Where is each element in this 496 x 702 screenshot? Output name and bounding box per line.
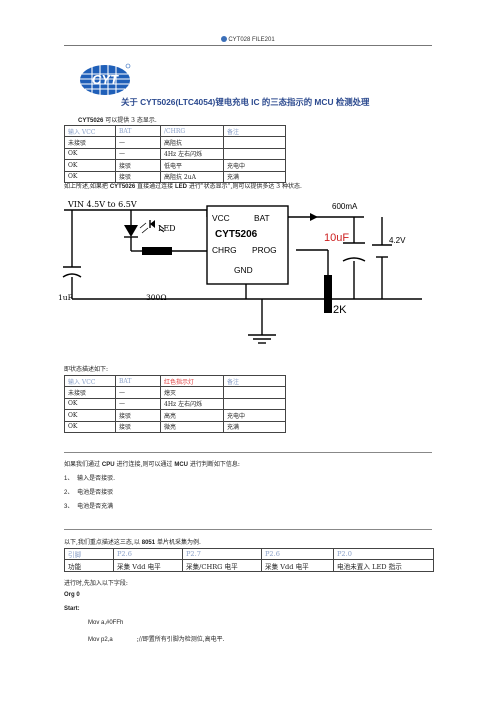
paragraph-mcu-detect: 如果我们通过 CPU 进行连接,则可以通过 MCU 进行判断如下信息:: [64, 461, 240, 468]
battery-voltage-label: 4.2V: [389, 236, 406, 245]
section-divider: [64, 452, 432, 453]
cap2-label: 10uF: [324, 232, 349, 244]
code-org: Org 0: [64, 592, 80, 598]
resistor2-label: 2K: [333, 304, 347, 316]
svg-text:CYT: CYT: [92, 72, 119, 87]
table-header-cell: 备注: [223, 374, 286, 388]
pin-bat-label: BAT: [254, 213, 270, 223]
header-text: CYT028 FILE201: [228, 37, 275, 43]
page-header: CYT028 FILE201: [0, 36, 496, 43]
paragraph-state-description: 即状态描述如下:: [64, 366, 109, 373]
led-label: LED: [158, 224, 176, 233]
pin-chrg-label: CHRG: [212, 245, 237, 255]
list-item: 1、 输入是否接驳.: [64, 475, 116, 482]
chip-name: CYT5206: [215, 229, 258, 240]
resistor1-label: 300Ω: [146, 293, 167, 302]
table-header-cell: 引脚: [64, 547, 114, 561]
document-title: 关于 CYT5026(LTC4054)锂电充电 IC 的三态指示的 MCU 检测…: [121, 97, 370, 107]
status-table-led: 输入 VCC BAT 红色指示灯 备注 未接驳—熄灭 OK—4Hz 左右闪烁 O…: [64, 374, 286, 433]
paragraph-add-fields: 进行时,先加入以下字段:: [64, 580, 128, 587]
table-row: 功能采集 Vdd 电平采集/CHRG 电平采集 Vdd 电平电池未置入 LED …: [64, 559, 434, 572]
table-header-cell: 备注: [223, 124, 286, 138]
charger-circuit-diagram: VIN 4.5V to 6.5V LED 1uF 300Ω VCC BAT CY…: [58, 200, 422, 344]
status-table-chrg: 输入 VCC BAT /CHRG 备注 未接驳—高阻抗 OK—4Hz 左右闪烁 …: [64, 124, 286, 183]
paragraph-led-states: 如上所述,如果把 CYT5026 直接通过连接 LED 进行"状态显示",则可以…: [64, 183, 302, 190]
paragraph-8051-example: 以下,我们重点描述这三态,以 8051 单片机采集为例.: [64, 539, 201, 546]
list-item: 3、 电池是否充满: [64, 503, 114, 510]
table-header-cell: P2.7: [182, 547, 262, 561]
table-header-cell: P2.6: [113, 547, 183, 561]
table-header-cell: BAT: [115, 374, 161, 388]
pin-vcc-label: VCC: [212, 213, 230, 223]
header-rule: [64, 45, 432, 46]
table-row: OK—4Hz 左右闪烁: [64, 397, 286, 411]
table-row: 未接驳—高阻抗: [64, 136, 286, 149]
table-header-cell: 输入 VCC: [64, 374, 116, 388]
current-label: 600mA: [332, 202, 358, 211]
code-mov-p2: Mov p2,a;//即置所有引脚为检测位,高电平.: [88, 636, 225, 643]
vin-label: VIN 4.5V to 6.5V: [67, 200, 137, 209]
table-row: 未接驳—熄灭: [64, 386, 286, 399]
cap1-label: 1uF: [58, 293, 73, 302]
section-divider: [64, 529, 432, 530]
code-start-label: Start:: [64, 606, 80, 612]
table-header-cell: /CHRG: [160, 124, 224, 138]
intro-text: CYT5026 可以提供 3 态显示.: [78, 117, 157, 124]
table-header-cell: 输入 VCC: [64, 124, 116, 138]
company-logo: CYT: [80, 63, 131, 95]
pin-gnd-label: GND: [234, 265, 253, 275]
code-mov-a: Mov a,#0FFh: [88, 620, 124, 626]
header-logo-icon: [221, 36, 228, 42]
pin-function-table: 引脚 P2.6 P2.7 P2.6 P2.0 功能采集 Vdd 电平采集/CHR…: [64, 547, 434, 572]
table-header-cell: BAT: [115, 124, 161, 138]
list-item: 2、 电池是否接驳: [64, 489, 114, 496]
table-header-cell: P2.0: [333, 547, 434, 561]
table-row: OK—4Hz 左右闪烁: [64, 147, 286, 161]
pin-prog-label: PROG: [252, 245, 277, 255]
table-header-cell: P2.6: [261, 547, 334, 561]
table-header-cell: 红色指示灯: [160, 374, 224, 388]
